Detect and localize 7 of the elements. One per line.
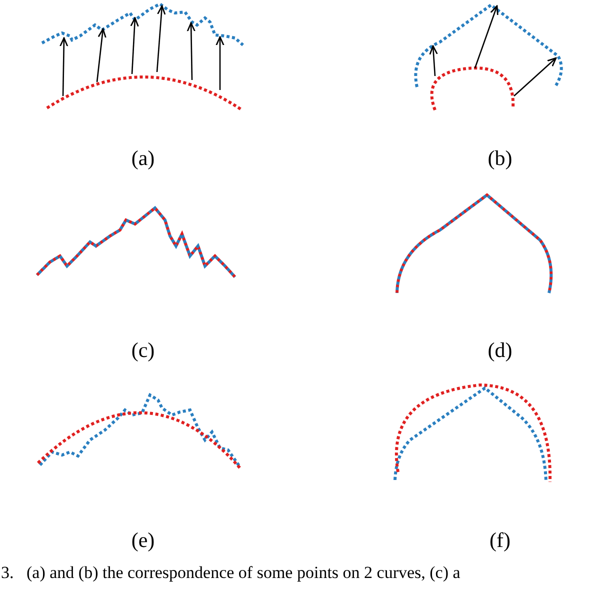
- panel-label: (a): [131, 148, 155, 169]
- panel-label: (b): [488, 148, 512, 169]
- panel-label: (e): [131, 530, 155, 551]
- panel-label: (c): [131, 340, 155, 361]
- figure-caption: 3. (a) and (b) the correspondence of some points on 2 curves, (c) a: [1, 564, 460, 581]
- panel-label: (d): [488, 340, 512, 361]
- panel-label: (f): [490, 530, 510, 551]
